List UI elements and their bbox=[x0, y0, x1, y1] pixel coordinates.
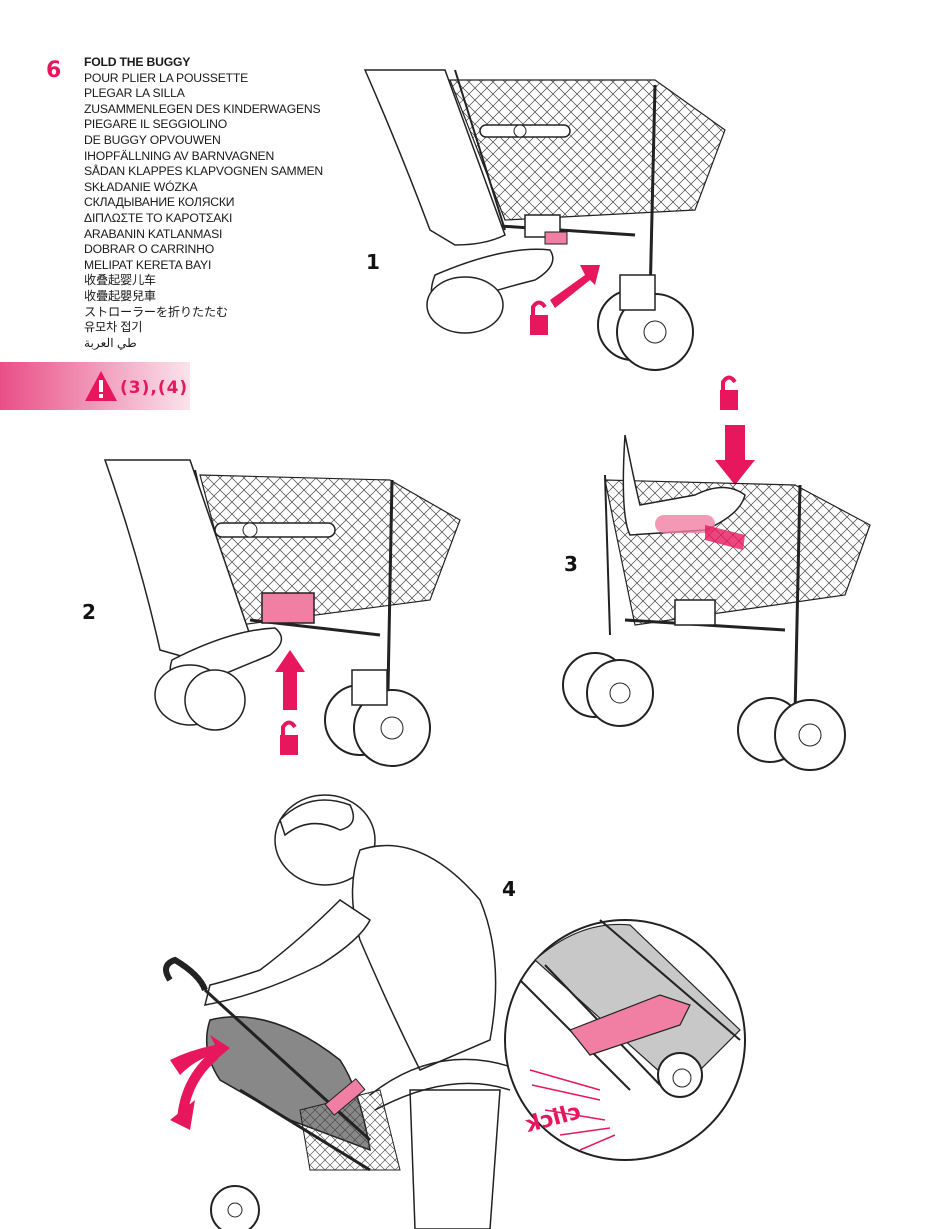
language-title: MELIPAT KERETA BAYI bbox=[84, 257, 212, 272]
language-title: IHOPFÄLLNING AV BARNVAGNEN bbox=[84, 148, 275, 163]
language-title: 收疊起嬰兒車 bbox=[84, 288, 156, 303]
section-title: FOLD THE BUGGY bbox=[84, 55, 191, 69]
language-title: 유모차 접기 bbox=[84, 320, 143, 335]
language-title: DOBRAR O CARRINHO bbox=[84, 242, 214, 257]
step-4-illustration: click bbox=[163, 794, 746, 1229]
step-1-illustration bbox=[363, 69, 726, 371]
language-title: СКЛАДЫВАНИЕ КОЛЯСКИ bbox=[84, 195, 235, 210]
language-title: 收叠起婴儿车 bbox=[84, 273, 156, 288]
language-title: POUR PLIER LA POUSSETTE bbox=[84, 70, 249, 85]
warning-step-refs: (3),(4) bbox=[120, 378, 189, 398]
language-title: DE BUGGY OPVOUWEN bbox=[84, 132, 221, 147]
step-number-1: 1 bbox=[366, 250, 380, 274]
language-title: SÅDAN KLAPPES KLAPVOGNEN SAMMEN bbox=[84, 164, 323, 179]
language-title: SKŁADANIE WÓZKA bbox=[84, 179, 198, 194]
step-2-illustration bbox=[103, 459, 461, 767]
language-title: ARABANIN KATLANMASI bbox=[84, 226, 223, 241]
step-number-4: 4 bbox=[502, 877, 516, 901]
language-title: ZUSAMMENLEGEN DES KINDERWAGENS bbox=[84, 101, 321, 116]
step-3-illustration bbox=[562, 375, 871, 771]
step-number-3: 3 bbox=[564, 552, 578, 576]
section-marker: 6 bbox=[46, 58, 62, 83]
language-title: ストローラーを折りたたむ bbox=[84, 304, 228, 319]
language-title: ΔΙΠΛΩΣΤΕ ΤΟ ΚΑΡΟΤΣΑΚΙ bbox=[84, 210, 233, 225]
language-title: PLEGAR LA SILLA bbox=[84, 86, 185, 101]
step-number-2: 2 bbox=[82, 600, 96, 624]
warning-triangle-icon bbox=[85, 371, 117, 401]
language-title: PIEGARE IL SEGGIOLINO bbox=[84, 117, 227, 132]
language-title: طي العربة bbox=[84, 335, 137, 350]
